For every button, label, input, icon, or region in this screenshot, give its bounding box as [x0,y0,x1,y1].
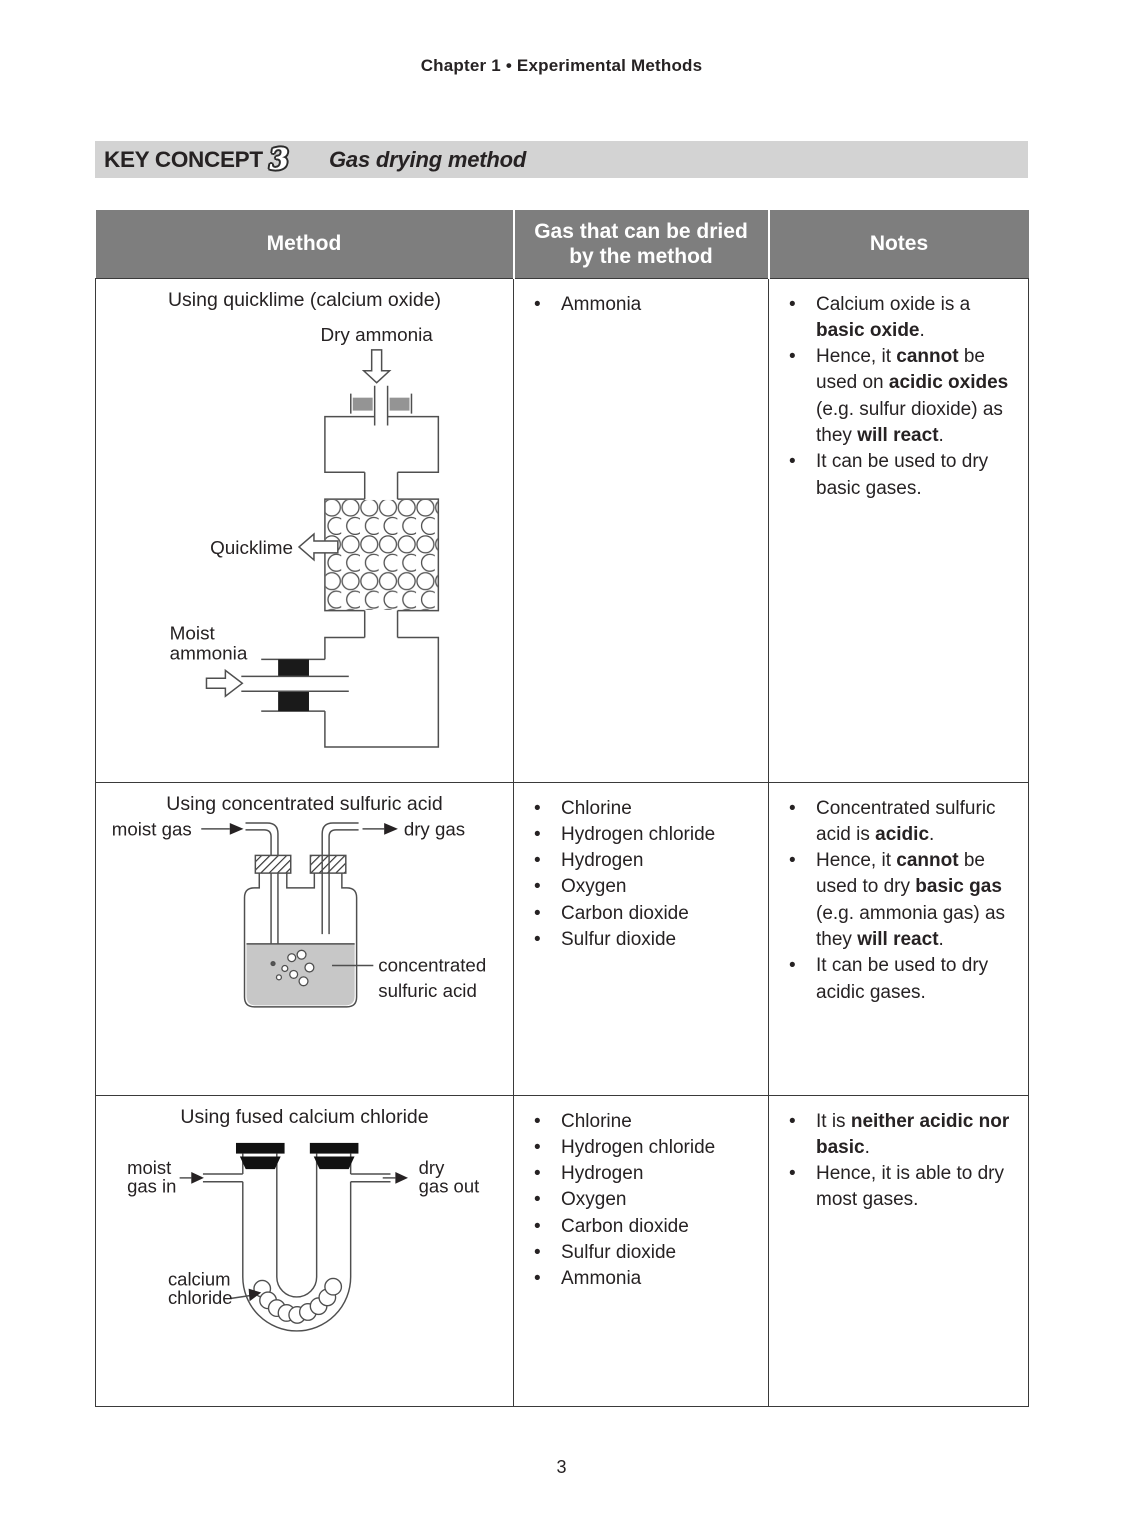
notes-cell: Calcium oxide is a basic oxide.Hence, it… [768,277,1029,783]
right-arrowhead-icon [384,822,398,835]
key-concept-title: Gas drying method [329,146,527,172]
bubbles [270,949,315,986]
stopper-black-left [235,1142,285,1169]
note-list-item: Hence, it cannot be used on acidic oxide… [783,344,1022,449]
gas-cell: Ammonia [513,277,769,783]
sulfuric-acid-label-line1: concentrated [378,954,486,975]
note-list-item: Calcium oxide is a basic oxide. [783,292,1022,345]
moist-gas-label: moist gas [112,818,192,839]
u-tube-diagram: moist gas in dry gas out calcium chlorid… [127,1142,480,1332]
gas-list-item: Hydrogen [528,1161,762,1188]
gas-list-item: Carbon dioxide [528,1214,762,1241]
stopper-gray-left [352,397,373,411]
calcium-chloride-granules [253,1277,343,1324]
moist-ammonia-label-line2: ammonia [170,643,248,664]
dry-gas-out-label-line1: dry [419,1157,445,1178]
notes-cell: It is neither acidic nor basic.Hence, it… [768,1094,1029,1407]
gas-list-item: Chlorine [528,796,762,823]
gas-list: ChlorineHydrogen chlorideHydrogenOxygenC… [514,1096,768,1293]
dry-gas-label: dry gas [404,818,465,839]
notes-list: It is neither acidic nor basic.Hence, it… [769,1096,1028,1214]
right-arrowhead-icon [191,1171,204,1184]
note-list-item: It can be used to dry basic gases. [783,449,1022,502]
gas-cell: ChlorineHydrogen chlorideHydrogenOxygenC… [513,1094,769,1407]
note-list-item: Hence, it cannot be used to dry basic ga… [783,848,1022,953]
method-cell: Using fused calcium chloride [95,1094,514,1407]
moist-ammonia-label-line1: Moist [170,623,216,644]
stopper-black-bottom [278,690,309,711]
key-concept-number: 3 [267,141,290,177]
stopper-black-top [278,658,309,676]
method-title: Using concentrated sulfuric acid [166,792,443,815]
gas-list-item: Sulfur dioxide [528,1240,762,1267]
quicklime-apparatus-diagram: Dry ammonia Quicklime Moist ammonia [170,324,440,748]
col-header-notes: Notes [767,210,1029,278]
moist-gas-in-label-line1: moist [127,1157,171,1178]
col-header-gas: Gas that can be dried by the method [512,210,769,278]
key-concept-label: KEY CONCEPT [104,146,263,172]
method-title: Using fused calcium chloride [180,1105,429,1128]
stopper-hatched-left [254,854,292,874]
page-number: 3 [556,1457,567,1477]
sulfuric-acid-bottle-diagram: moist gas dry gas concentrated sulfuric … [112,818,486,1008]
method-cell: Using quicklime (calcium oxide) [95,277,514,783]
chapter-header: Chapter 1 • Experimental Methods [420,56,703,75]
right-arrowhead-icon [395,1171,408,1184]
right-arrowhead-icon [248,1288,262,1301]
gas-list-item: Hydrogen chloride [528,822,762,849]
table-row-quicklime: Using quicklime (calcium oxide) [95,277,1029,783]
down-arrow-icon [361,348,392,384]
stopper-black-right [309,1142,359,1169]
calcium-chloride-label-line1: calcium [168,1268,231,1289]
notes-list: Calcium oxide is a basic oxide.Hence, it… [769,279,1028,502]
gas-list: ChlorineHydrogen chlorideHydrogenOxygenC… [514,783,768,954]
dry-gas-out-label-line2: gas out [419,1175,480,1196]
gas-list-item: Ammonia [528,292,762,319]
calcium-chloride-label-line2: chloride [168,1287,233,1308]
gas-list: Ammonia [514,279,768,319]
gas-list-item: Sulfur dioxide [528,927,762,954]
gas-list-item: Hydrogen [528,848,762,875]
sulfuric-acid-label-line2: sulfuric acid [378,980,477,1001]
gas-list-item: Oxygen [528,874,762,901]
right-arrow-icon [205,668,244,698]
note-list-item: Hence, it is able to dry most gases. [783,1161,1022,1214]
stopper-gray-right [389,397,410,411]
moist-gas-in-label-line2: gas in [127,1175,176,1196]
gas-cell: ChlorineHydrogen chlorideHydrogenOxygenC… [513,781,769,1096]
stopper-hatched-right [309,854,347,874]
note-list-item: Concentrated sulfuric acid is acidic. [783,796,1022,849]
right-arrowhead-icon [229,822,244,835]
method-title: Using quicklime (calcium oxide) [167,288,442,311]
gas-list-item: Hydrogen chloride [528,1135,762,1162]
table-row-sulfuric-acid: Using concentrated sulfuric acid [95,781,1029,1096]
key-concept-banner: KEY CONCEPT 3 Gas drying method [95,141,1028,178]
gas-list-item: Ammonia [528,1266,762,1293]
note-list-item: It is neither acidic nor basic. [783,1109,1022,1162]
table-header-row: Method Gas that can be dried by the meth… [95,210,1029,278]
col-header-method: Method [95,210,514,278]
methods-table: Method Gas that can be dried by the meth… [95,210,1029,1407]
quicklime-label: Quicklime [210,537,293,558]
table-row-calcium-chloride: Using fused calcium chloride [95,1094,1029,1407]
gas-list-item: Chlorine [528,1109,762,1136]
notes-list: Concentrated sulfuric acid is acidic.Hen… [769,783,1028,1006]
gas-list-item: Oxygen [528,1187,762,1214]
left-arrow-icon [297,531,339,562]
notes-cell: Concentrated sulfuric acid is acidic.Hen… [768,781,1029,1096]
gas-list-item: Carbon dioxide [528,901,762,928]
dry-ammonia-label: Dry ammonia [320,324,433,345]
note-list-item: It can be used to dry acidic gases. [783,953,1022,1006]
method-cell: Using concentrated sulfuric acid [95,781,514,1096]
